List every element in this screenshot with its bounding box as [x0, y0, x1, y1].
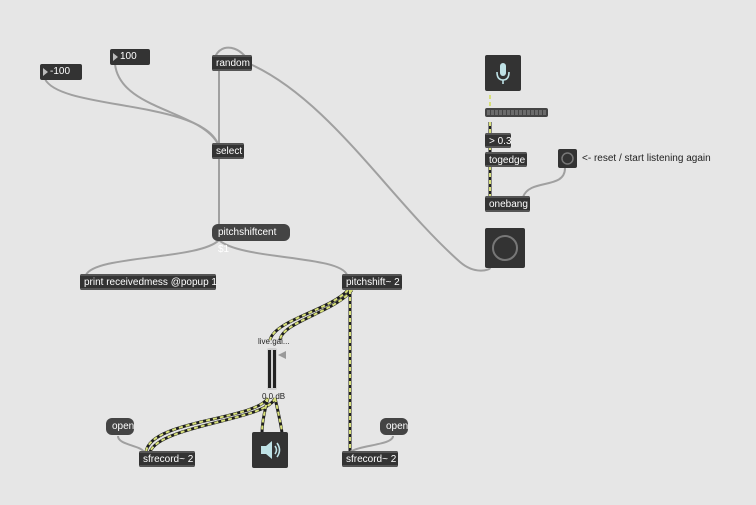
object-pitchshift[interactable]: pitchshift~ 2	[342, 274, 402, 290]
message-label: pitchshiftcent $1	[218, 227, 277, 255]
object-label: random	[216, 58, 250, 69]
message-open-right[interactable]: open	[380, 418, 408, 435]
comment-reset: <- reset / start listening again	[582, 153, 711, 164]
gain-channel-left	[268, 350, 271, 388]
button-icon	[561, 152, 574, 165]
object-print[interactable]: print receivedmess @popup 1	[80, 274, 217, 290]
message-label: open	[112, 421, 135, 432]
object-sfrecord-right[interactable]: sfrecord~ 2	[342, 451, 398, 467]
number-value: 100	[120, 51, 137, 62]
level-meter	[485, 108, 548, 117]
cord-open-right	[349, 435, 394, 453]
cord-pitchcent-pitchshift	[218, 239, 348, 276]
object-togedge[interactable]: togedge	[485, 152, 527, 167]
cord-open-left	[117, 435, 145, 453]
number-triangle-icon	[43, 68, 48, 76]
bang-button-icon	[492, 235, 518, 261]
number-box-neg100[interactable]: -100	[40, 64, 82, 80]
object-label: sfrecord~ 2	[143, 454, 194, 465]
gain-pointer-icon	[278, 351, 286, 359]
gain-slider[interactable]	[267, 348, 277, 390]
message-open-left[interactable]: open	[106, 418, 134, 435]
cord-100-select	[114, 63, 219, 145]
number-box-100[interactable]: 100	[110, 49, 150, 65]
message-label: open	[386, 421, 409, 432]
object-label: sfrecord~ 2	[346, 454, 397, 465]
object-label: pitchshift~ 2	[346, 277, 400, 288]
meter-segments	[487, 110, 546, 115]
audio-cord-gain-dac-r	[274, 397, 283, 435]
cord-reset-onebang	[522, 167, 566, 198]
object-random[interactable]: random	[212, 55, 252, 71]
number-value: -100	[50, 66, 71, 77]
ezdac-speaker[interactable]	[252, 432, 288, 468]
cord-pitchcent-print	[85, 239, 220, 276]
object-onebang[interactable]: onebang	[485, 196, 530, 212]
object-select[interactable]: select	[212, 143, 244, 159]
audio-cord-shift-gain-l	[269, 289, 349, 341]
gain-name: live.gai...	[258, 337, 290, 346]
speaker-icon	[261, 441, 281, 459]
audio-cord-gain-sfrecord	[145, 397, 269, 453]
audio-cord-gain-dac-l	[261, 397, 269, 435]
reset-button[interactable]	[558, 149, 577, 168]
gain-value: 0.0 dB	[262, 392, 286, 401]
object-greater-than[interactable]: > 0.3	[485, 133, 512, 148]
ezadc-mic[interactable]	[485, 55, 521, 91]
object-label: print receivedmess @popup 1	[84, 277, 217, 288]
cord-neg100-select	[44, 78, 219, 145]
bang-button[interactable]	[485, 228, 525, 268]
message-pitchshiftcent[interactable]: pitchshiftcent $1	[212, 224, 290, 255]
object-label: > 0.3	[489, 136, 512, 147]
object-label: togedge	[489, 155, 526, 166]
object-label: select	[216, 146, 243, 157]
number-triangle-icon	[113, 53, 118, 61]
audio-cord-shift-gain-r	[279, 289, 353, 341]
microphone-icon	[496, 63, 510, 84]
object-sfrecord-left[interactable]: sfrecord~ 2	[139, 451, 195, 467]
gain-channel-right	[273, 350, 276, 388]
object-label: onebang	[489, 199, 528, 210]
